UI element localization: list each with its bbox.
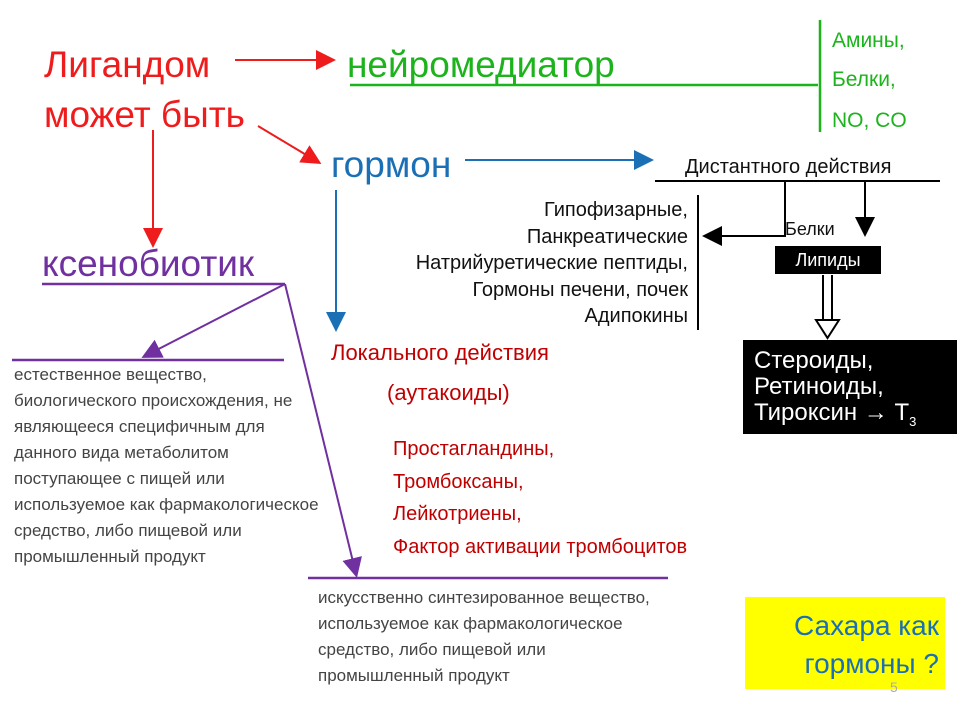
page-number: 5 — [890, 679, 898, 695]
neuromediator-label: нейромедиатор — [347, 44, 615, 85]
lipids-label: Липиды — [795, 250, 861, 270]
arrow-to-natural — [141, 283, 286, 358]
arrow-to-hormone — [257, 125, 322, 165]
synthetic-substance-description: искусственно синтезированное вещество, и… — [318, 588, 650, 685]
arrow-proteins — [702, 181, 786, 246]
list-item: Гормоны печени, почек — [472, 278, 688, 301]
lipid-derivatives-box: Стероиды, Ретиноиды, Тироксин → Т3 — [743, 340, 957, 434]
list-item: Гипофизарные, — [544, 199, 688, 221]
autacoids-label: (аутакоиды) — [387, 380, 510, 405]
t3-subscript: 3 — [909, 413, 917, 429]
sugar-note-box: Сахара как гормоны ? — [745, 597, 945, 689]
xenobiotic-label: ксенобиотик — [42, 243, 255, 284]
list-item: Тромбоксаны, — [393, 470, 524, 493]
proteins-label: Белки — [785, 219, 835, 239]
list-item: Стероиды, — [754, 347, 874, 374]
list-item: Тироксин → Т — [754, 399, 910, 426]
local-action-label: Локального действия — [331, 340, 549, 365]
natural-substance-description: естественное вещество, биологического пр… — [14, 365, 319, 566]
lipids-box: Липиды — [775, 246, 881, 274]
list-item: Панкреатические — [526, 225, 688, 248]
ligand-title-line2: может быть — [44, 94, 245, 135]
local-hormone-list: Простагландины, Тромбоксаны, Лейкотриены… — [393, 433, 687, 563]
neuro-item: NO, CO — [832, 109, 907, 132]
sugar-note-text: Сахара как гормоны ? — [794, 610, 939, 679]
neuro-item: Белки, — [832, 68, 896, 91]
list-item: Простагландины, — [393, 438, 555, 460]
list-item: Адипокины — [584, 305, 688, 327]
neuro-item: Амины, — [832, 29, 905, 52]
distant-action-label: Дистантного действия — [685, 156, 892, 178]
distant-hormone-list: Гипофизарные, Панкреатические Натрийурет… — [416, 197, 688, 330]
list-item: Фактор активации тромбоцитов — [393, 535, 688, 558]
ligand-title-line1: Лигандом — [44, 44, 211, 85]
hormone-label: гормон — [331, 144, 452, 185]
double-arrow-head — [814, 319, 841, 340]
list-item: Лейкотриены, — [393, 503, 522, 525]
arrow-to-synthetic — [284, 283, 362, 578]
list-item: Натрийуретические пептиды, — [415, 252, 688, 274]
list-item: Ретиноиды, — [754, 373, 884, 400]
